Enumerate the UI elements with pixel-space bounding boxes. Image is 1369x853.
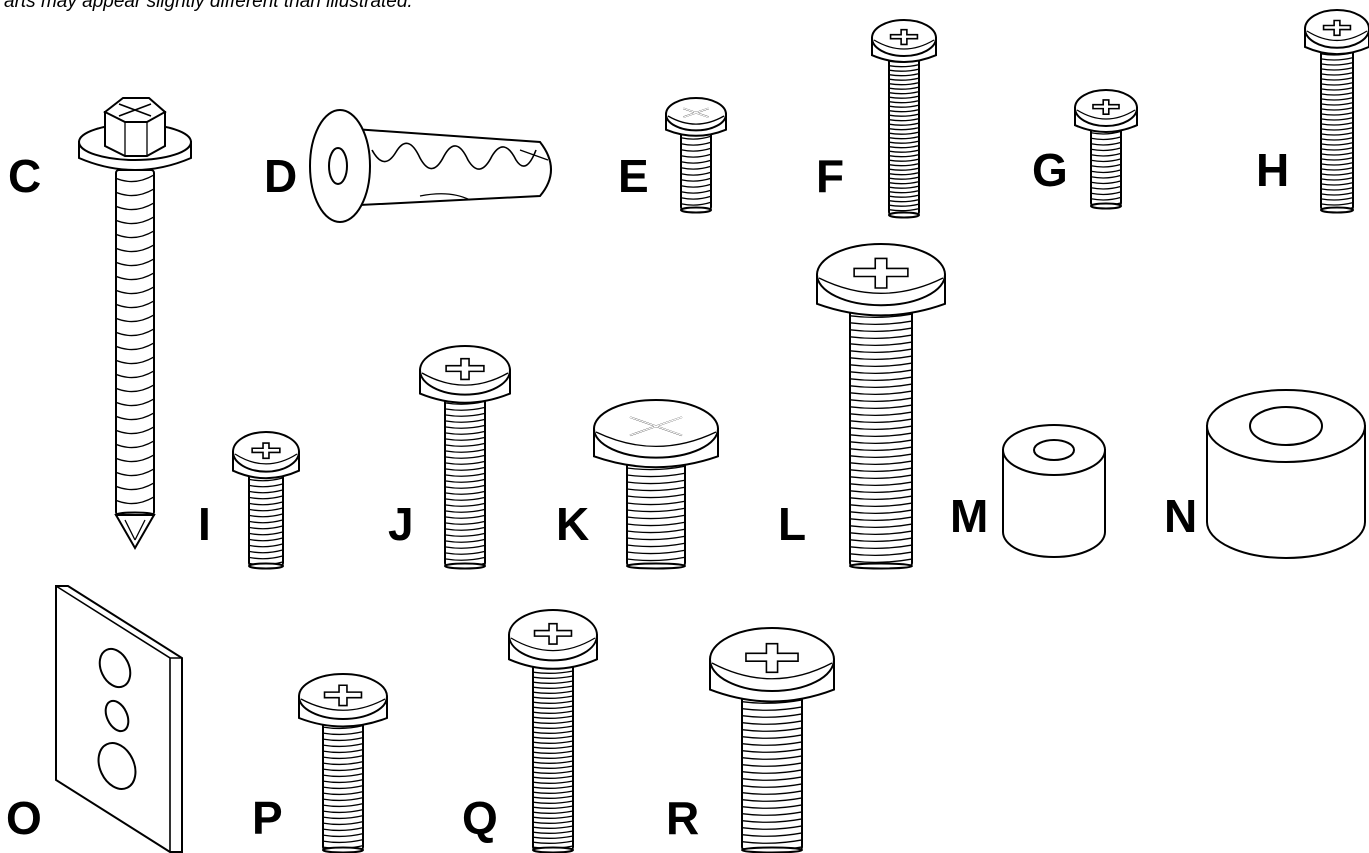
part-c-hex-head-screw [78, 97, 192, 551]
part-label-d: D [264, 150, 297, 202]
part-e-pan-head-screw [665, 97, 727, 214]
parts-disclaimer-note: arts may appear slightly different than … [4, 0, 413, 12]
part-label-i: I [198, 498, 211, 550]
part-label-k: K [556, 498, 589, 550]
part-label-f: F [816, 150, 844, 202]
part-label-h: H [1256, 144, 1289, 196]
part-label-e: E [618, 150, 649, 202]
part-h-pan-head-screw [1304, 9, 1369, 214]
part-f-pan-head-screw [871, 19, 937, 219]
part-l-pan-head-screw [816, 243, 946, 570]
part-label-j: J [388, 498, 414, 550]
part-label-r: R [666, 792, 699, 844]
part-i-pan-head-screw [232, 431, 300, 570]
part-label-g: G [1032, 144, 1068, 196]
part-d-wall-anchor [309, 109, 552, 223]
part-label-c: C [8, 150, 41, 202]
part-label-q: Q [462, 792, 498, 844]
part-m-spacer [1002, 424, 1106, 558]
part-label-o: O [6, 792, 42, 844]
part-label-l: L [778, 498, 806, 550]
part-n-spacer [1206, 389, 1366, 559]
part-r-pan-head-screw [709, 627, 835, 853]
part-label-m: M [950, 490, 988, 542]
part-j-pan-head-screw [419, 345, 511, 570]
part-q-pan-head-screw [508, 609, 598, 853]
part-k-pan-head-screw [593, 399, 719, 570]
part-o-wall-plate [55, 585, 183, 853]
part-label-p: P [252, 792, 283, 844]
part-label-n: N [1164, 490, 1197, 542]
part-p-pan-head-screw [298, 673, 388, 853]
part-g-pan-head-screw [1074, 89, 1138, 210]
